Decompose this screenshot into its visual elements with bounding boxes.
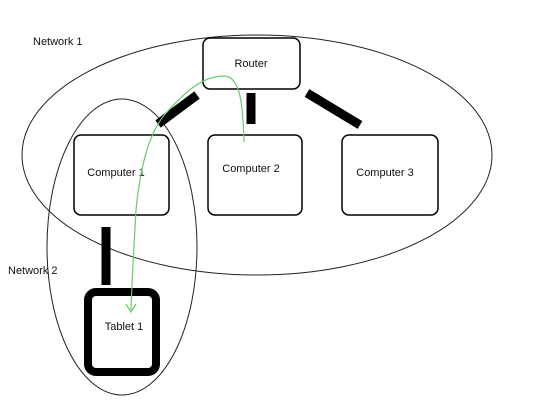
computer2-box (207, 134, 303, 216)
computer3-box (341, 134, 439, 216)
tablet1-box (84, 288, 160, 376)
network-1-boundary (21, 34, 493, 276)
network-2-boundary (46, 98, 198, 396)
router-label: Router (234, 58, 267, 70)
tablet1-label: Tablet 1 (105, 321, 144, 333)
network-2-label: Network 2 (8, 265, 58, 277)
computer2-label: Computer 2 (222, 163, 279, 175)
data-route-path (130, 75, 245, 311)
link-router-computer3 (304, 89, 363, 129)
link-router-computer1 (155, 91, 200, 128)
route-arrowhead (125, 303, 137, 314)
computer1-label: Computer 1 (87, 167, 144, 179)
network-1-label: Network 1 (33, 36, 83, 48)
computer3-label: Computer 3 (356, 167, 413, 179)
